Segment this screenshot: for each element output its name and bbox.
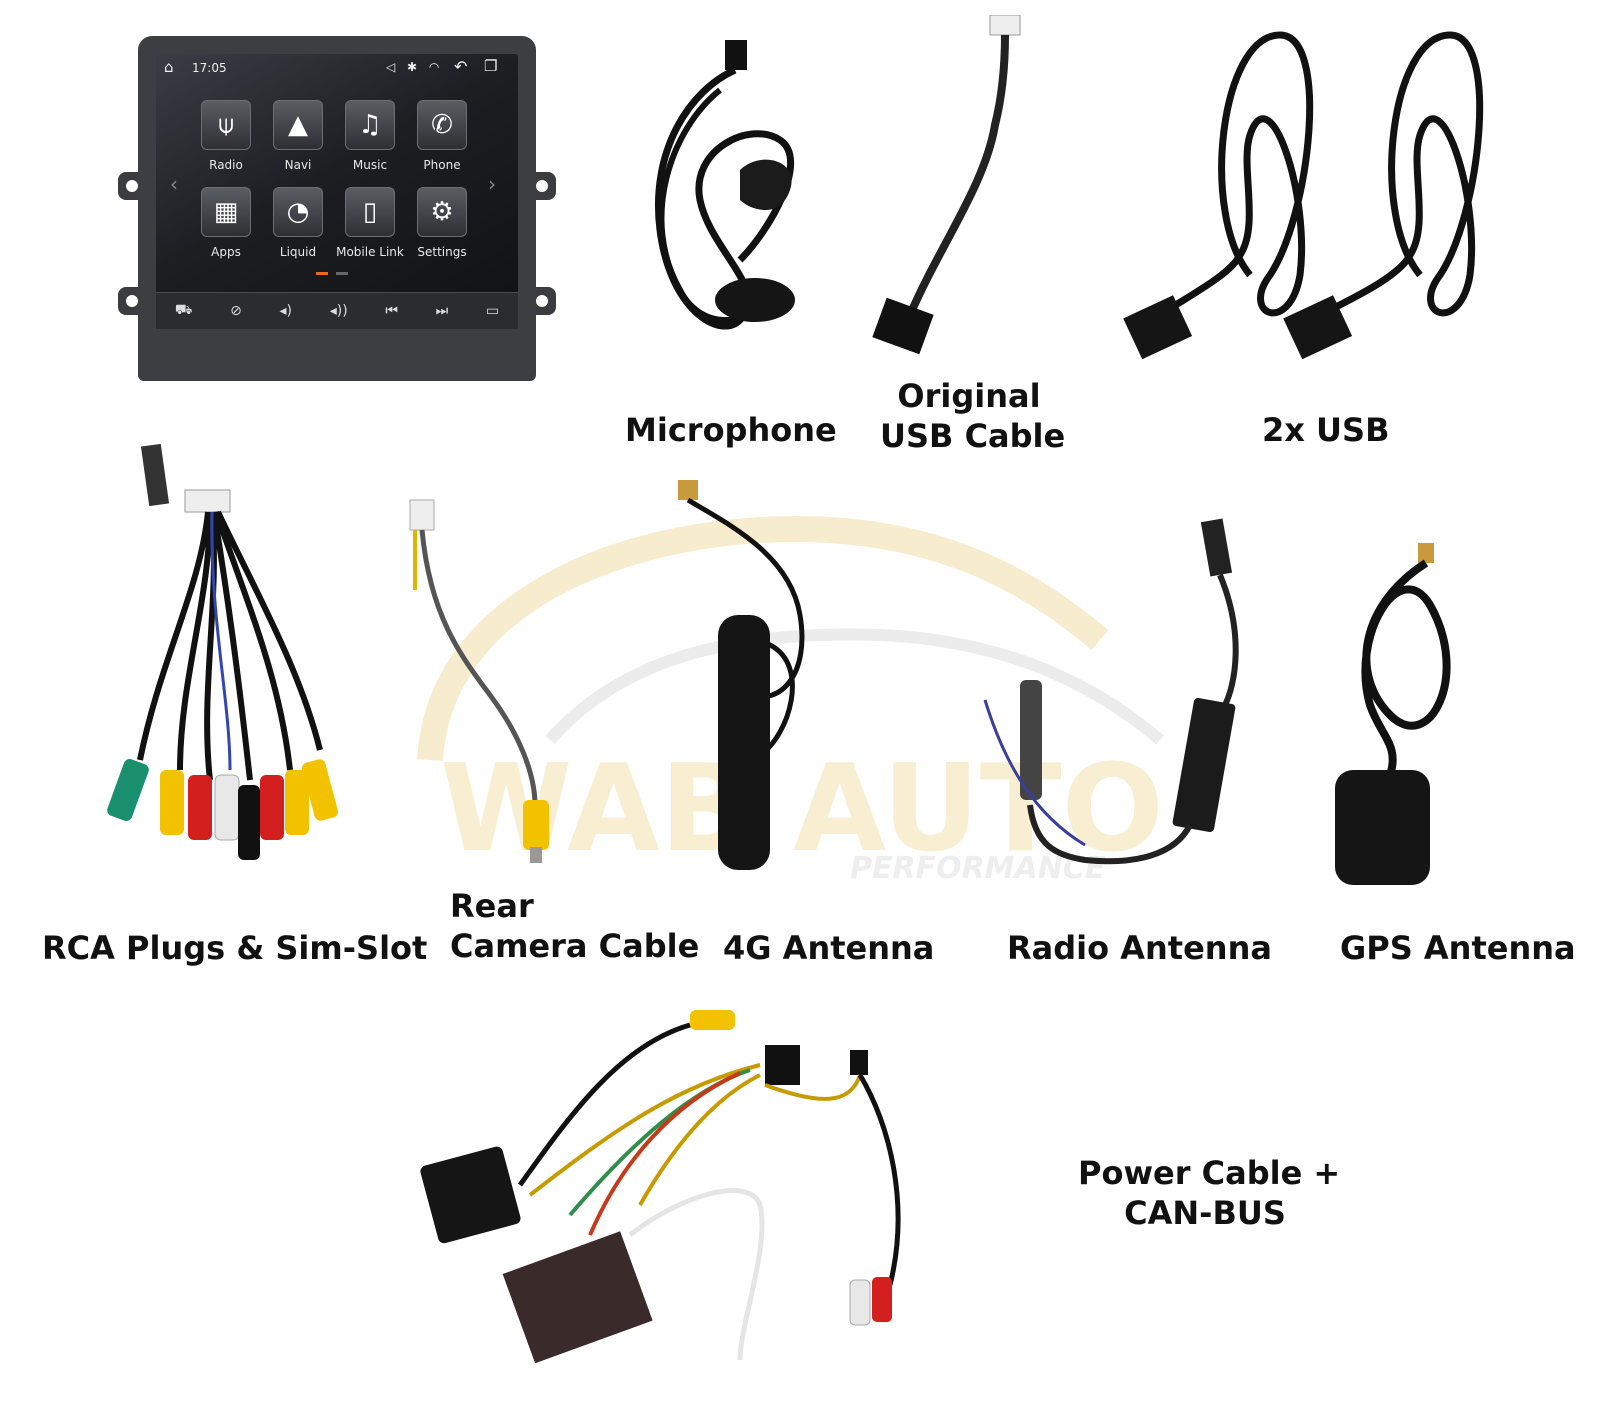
- rear-camera-cable-illustration: [409, 499, 549, 863]
- app-apps[interactable]: ▦Apps: [191, 187, 261, 259]
- smartphone-icon: ▯: [345, 187, 395, 237]
- status-icons: ◁ ✱ ◠: [386, 60, 444, 74]
- power-canbus-illustration: [420, 1010, 901, 1364]
- caption-gps-antenna: GPS Antenna: [1340, 929, 1576, 967]
- gear-icon: ⚙: [417, 187, 467, 237]
- screen-off-icon[interactable]: ▭: [485, 303, 500, 319]
- page-indicator-active: [316, 272, 328, 275]
- gauge-icon: ◔: [273, 187, 323, 237]
- phone-icon: ✆: [417, 100, 467, 150]
- app-settings[interactable]: ⚙Settings: [407, 187, 477, 259]
- app-mobile-link[interactable]: ▯Mobile Link: [335, 187, 405, 259]
- radio-antenna-illustration: [983, 518, 1239, 865]
- rca-plugs-illustration: [107, 443, 339, 860]
- volume-up-icon[interactable]: ◂)): [329, 303, 348, 319]
- head-unit-screen: ⌂ 17:05 ◁ ✱ ◠ ↶ ❐ ‹ › ⍦Radio ▲Navi ♫Musi…: [156, 54, 518, 329]
- usb-cable-illustration: [872, 15, 1021, 355]
- caption-rca: RCA Plugs & Sim-Slot: [42, 929, 428, 967]
- status-bar: ⌂ 17:05 ◁ ✱ ◠ ↶ ❐: [156, 54, 518, 80]
- volume-down-icon[interactable]: ◂): [279, 303, 293, 319]
- app-phone[interactable]: ✆Phone: [407, 100, 477, 172]
- navigation-arrow-icon: ▲: [273, 100, 323, 150]
- back-icon[interactable]: ↶: [454, 57, 468, 76]
- chevron-left-icon[interactable]: ‹: [170, 172, 178, 196]
- app-navi[interactable]: ▲Navi: [263, 100, 333, 172]
- bottom-dock: ⛟ ⊘ ◂) ◂)) ⏮ ⏭ ▭: [156, 292, 518, 329]
- previous-track-icon[interactable]: ⏮: [385, 303, 398, 319]
- next-track-icon[interactable]: ⏭: [435, 303, 449, 319]
- head-unit: ⌂ 17:05 ◁ ✱ ◠ ↶ ❐ ‹ › ⍦Radio ▲Navi ♫Musi…: [118, 34, 556, 384]
- app-radio[interactable]: ⍦Radio: [191, 100, 261, 172]
- radio-antenna-icon: ⍦: [201, 100, 251, 150]
- home-icon[interactable]: ⌂: [164, 58, 174, 76]
- caption-radio-antenna: Radio Antenna: [1007, 929, 1272, 967]
- music-note-icon: ♫: [345, 100, 395, 150]
- mute-icon[interactable]: ⊘: [230, 303, 242, 319]
- grid-icon: ▦: [201, 187, 251, 237]
- status-time: 17:05: [192, 61, 227, 75]
- chevron-right-icon[interactable]: ›: [488, 172, 496, 196]
- caption-microphone: Microphone: [625, 411, 837, 449]
- microphone-illustration: [655, 40, 795, 330]
- app-music[interactable]: ♫Music: [335, 100, 405, 172]
- caption-4g-antenna: 4G Antenna: [723, 929, 935, 967]
- caption-power-canbus: Power Cable +CAN-BUS: [1078, 1154, 1341, 1232]
- recent-apps-icon[interactable]: ❐: [484, 57, 498, 75]
- caption-2x-usb: 2x USB: [1262, 411, 1390, 449]
- antenna-4g-illustration: [678, 480, 805, 870]
- car-home-icon[interactable]: ⛟: [174, 302, 193, 318]
- app-liquid[interactable]: ◔Liquid: [263, 187, 333, 259]
- page-indicator: [336, 272, 348, 275]
- dual-usb-illustration: [1123, 31, 1484, 360]
- gps-antenna-illustration: [1335, 543, 1451, 885]
